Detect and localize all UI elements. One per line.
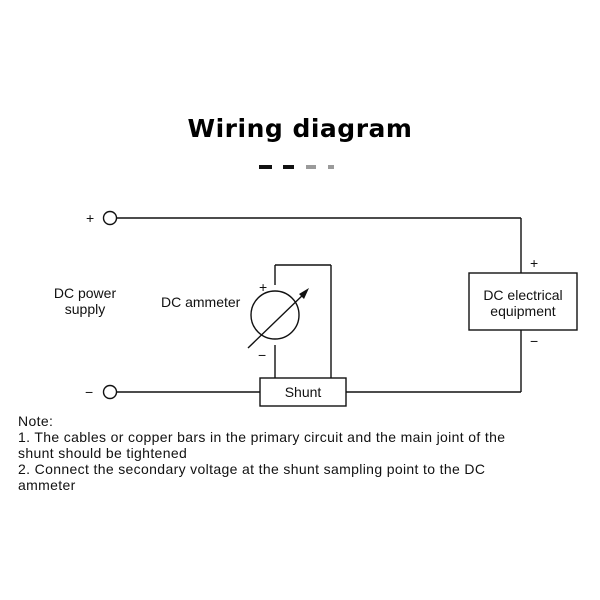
ammeter-meter-icon bbox=[250, 290, 300, 340]
note-line-2: shunt should be tightened bbox=[18, 445, 188, 461]
positive-terminal-sign: + bbox=[86, 210, 95, 226]
notes-block: Note: 1. The cables or copper bars in th… bbox=[18, 413, 588, 493]
underline-dash-3 bbox=[306, 165, 316, 169]
title-underline bbox=[259, 165, 339, 170]
note-line-1: 1. The cables or copper bars in the prim… bbox=[18, 429, 506, 445]
equipment-plus-sign: + bbox=[530, 255, 539, 271]
power-source-label: DC power supply bbox=[42, 285, 128, 317]
equipment-line1: DC electrical bbox=[483, 287, 563, 303]
notes-heading: Note: bbox=[18, 413, 54, 429]
note-line-3: 2. Connect the secondary voltage at the … bbox=[18, 461, 486, 477]
equipment-label: DC electrical equipment bbox=[469, 287, 577, 319]
page-title: Wiring diagram bbox=[187, 114, 413, 143]
underline-dash-1 bbox=[259, 165, 272, 169]
power-source-line2: supply bbox=[64, 301, 106, 317]
shunt-label: Shunt bbox=[284, 384, 322, 400]
ammeter-plus-sign: + bbox=[259, 279, 268, 295]
equipment-line2: equipment bbox=[490, 303, 556, 319]
positive-terminal-icon bbox=[102, 210, 118, 226]
underline-dash-2 bbox=[283, 165, 294, 169]
note-line-4: ammeter bbox=[18, 477, 76, 493]
equipment-box bbox=[468, 272, 578, 331]
ammeter-needle bbox=[247, 291, 307, 349]
equipment-minus-sign: − bbox=[530, 333, 539, 349]
underline-dash-4 bbox=[328, 165, 334, 169]
negative-terminal-icon bbox=[102, 384, 118, 400]
ammeter-minus-sign: − bbox=[258, 347, 267, 363]
ammeter-arrowhead-icon bbox=[299, 288, 309, 299]
power-source-line1: DC power bbox=[53, 285, 117, 301]
negative-terminal-sign: − bbox=[85, 384, 94, 400]
ammeter-label: DC ammeter bbox=[161, 294, 241, 310]
